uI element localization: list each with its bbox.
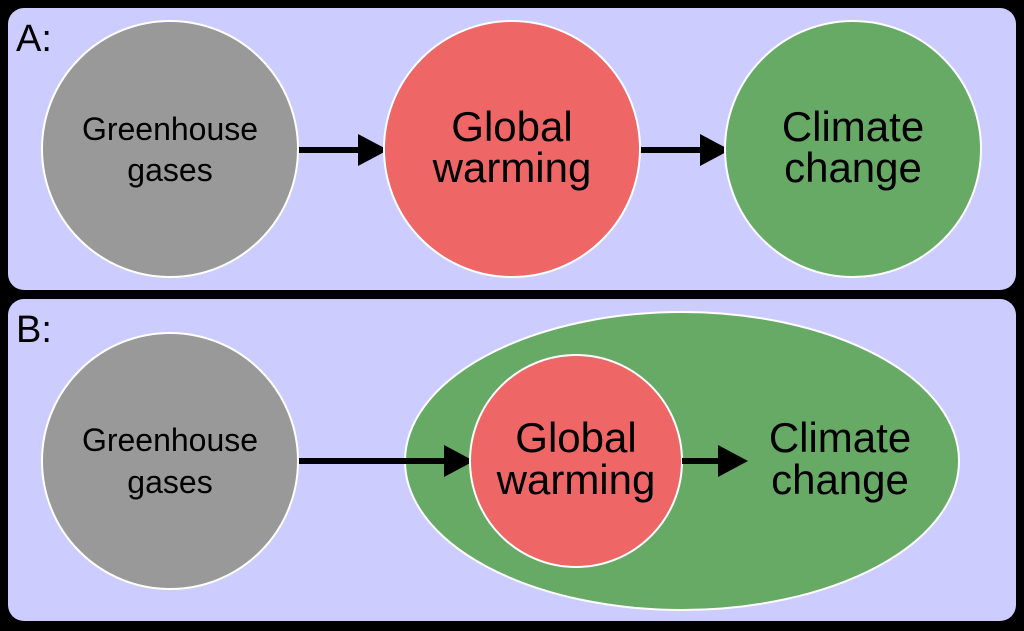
greenhouse-label-line2: gases xyxy=(127,152,212,188)
warming-label-line2: warming xyxy=(432,144,592,191)
warming-label-line2: warming xyxy=(496,456,656,503)
node-greenhouse-gases-a: Greenhouse gases xyxy=(41,20,299,278)
panel-a-label: A: xyxy=(16,18,52,60)
node-greenhouse-gases-b: Greenhouse gases xyxy=(41,332,299,590)
panel-b: B: Greenhouse gases Global warming Clima… xyxy=(8,299,1016,621)
node-climate-change-a: Climate change xyxy=(724,20,982,278)
greenhouse-circle xyxy=(41,20,299,278)
greenhouse-label-line1: Greenhouse xyxy=(82,422,258,458)
warming-label-line1: Global xyxy=(451,103,572,150)
arrow-warming-to-climate-b xyxy=(682,445,748,477)
greenhouse-label-line2: gases xyxy=(127,464,212,500)
climate-label-line1: Climate xyxy=(769,414,911,461)
panel-a: A: Greenhouse gases Global warming Clima… xyxy=(8,8,1016,290)
arrow-greenhouse-to-warming-a xyxy=(297,134,388,166)
climate-label-line2: change xyxy=(771,456,909,503)
warming-label-line1: Global xyxy=(515,414,636,461)
climate-label-line1: Climate xyxy=(782,103,924,150)
warming-circle xyxy=(383,20,641,278)
node-global-warming-a: Global warming xyxy=(383,20,641,278)
node-global-warming-b: Global warming xyxy=(469,354,683,568)
climate-label-line2: change xyxy=(784,144,922,191)
greenhouse-label-line1: Greenhouse xyxy=(82,111,258,147)
climate-circle xyxy=(724,20,982,278)
arrow-warming-to-climate-a xyxy=(638,134,730,166)
panel-b-label: B: xyxy=(16,309,52,351)
arrow-greenhouse-to-warming-b xyxy=(297,445,474,477)
greenhouse-circle xyxy=(41,332,299,590)
